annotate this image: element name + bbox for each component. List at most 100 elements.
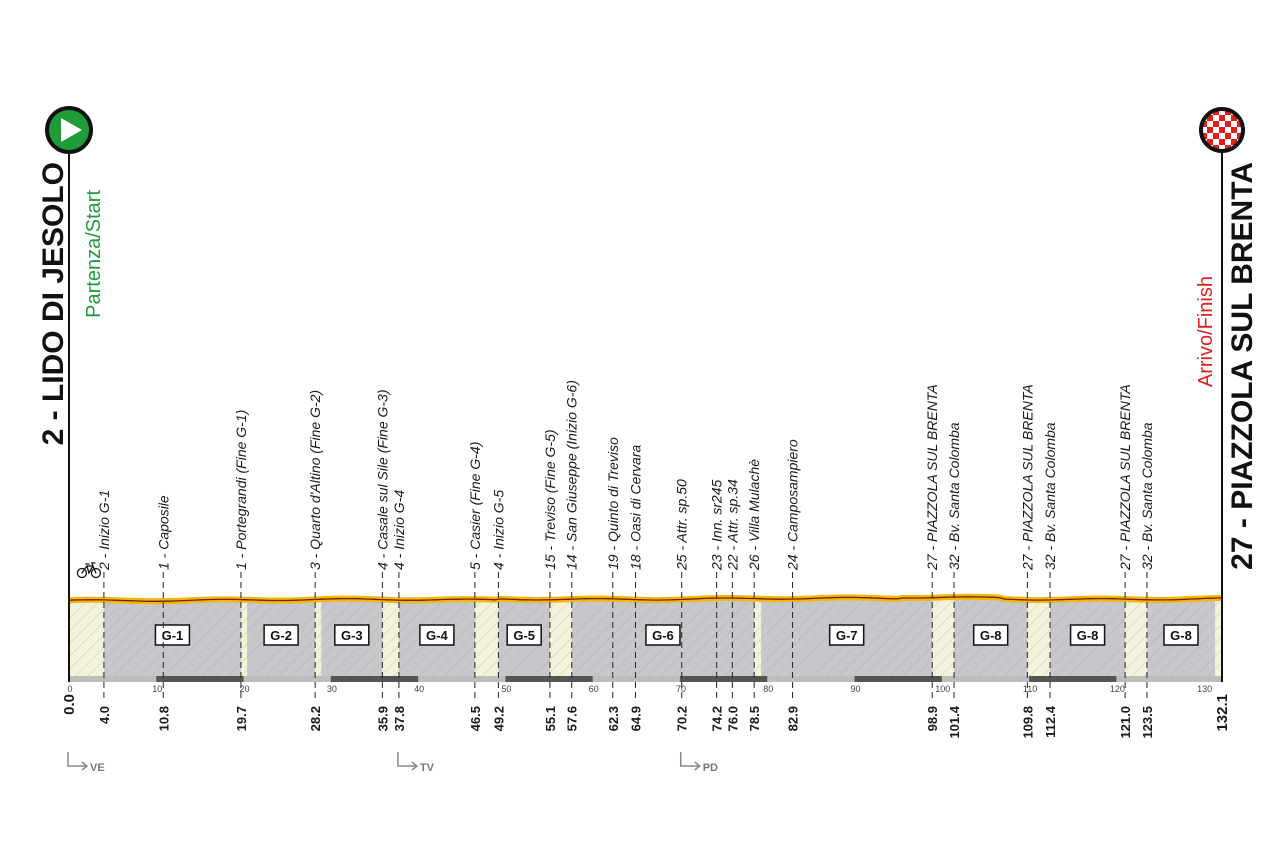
waypoint-name: 25 - Attr. sp.50: [674, 479, 690, 571]
waypoint: 4 - Inizio G-437.8: [391, 490, 407, 732]
waypoint-km: 70.2: [675, 706, 690, 731]
km-axis-tick: 60: [589, 684, 599, 694]
start-city-name: 2 - LIDO DI JESOLO: [37, 162, 70, 445]
waypoint-km: 78.5: [747, 706, 762, 731]
bicycle-icon: [76, 562, 102, 579]
waypoint: 4 - Casale sul Sile (Fine G-3)35.9: [374, 389, 390, 731]
start-km: 0.0: [61, 694, 78, 715]
sector-label: G-7: [836, 628, 858, 643]
waypoint: 23 - Inn. sr245 74.2: [709, 480, 725, 732]
sector-label: G-4: [426, 628, 448, 643]
sector-label: G-1: [162, 628, 184, 643]
waypoint: 24 - Camposampiero 82.9: [785, 439, 801, 731]
waypoint: 2 - Inizio G-1 4.0: [96, 490, 112, 724]
waypoint-km: 10.8: [156, 706, 171, 731]
waypoint: 32 - Bv. Santa Colomba 112.4: [1042, 422, 1058, 738]
waypoint: 4 - Inizio G-5 49.2: [490, 490, 506, 732]
km-axis-tick: 30: [327, 684, 337, 694]
waypoint: 1 - Caposile 10.8: [155, 495, 171, 731]
waypoint-name: 27 - PIAZZOLA SUL BRENTA: [1019, 384, 1035, 571]
waypoint: 18 - Oasi di Cervara 64.9: [627, 445, 643, 732]
province-code: PD: [703, 762, 718, 774]
sector-label: G-8: [1170, 628, 1192, 643]
arrow-turn-icon: [679, 752, 699, 767]
province-code: VE: [90, 762, 105, 774]
waypoint-name: 27 - PIAZZOLA SUL BRENTA: [1117, 384, 1133, 571]
waypoint: 32 - Bv. Santa Colomba 101.4: [946, 422, 962, 738]
waypoint: 27 - PIAZZOLA SUL BRENTA 109.8: [1019, 384, 1035, 738]
km-axis-tick: 20: [240, 684, 250, 694]
waypoint-km: 4.0: [97, 706, 112, 724]
waypoint-km: 62.3: [606, 706, 621, 731]
arrow-turn-icon: [67, 752, 86, 767]
waypoint-name: 32 - Bv. Santa Colomba: [946, 422, 962, 570]
waypoint: 3 - Quarto d'Altino (Fine G-2)28.2: [307, 390, 323, 731]
finish-city-name: 27 - PIAZZOLA SUL BRENTA: [1226, 162, 1259, 570]
waypoint-km: 76.0: [725, 706, 740, 731]
start-play-icon: [45, 106, 93, 154]
finish-km: 132.1: [1214, 694, 1231, 732]
waypoint-name: 14 - San Giuseppe (Inizio G-6): [564, 380, 580, 570]
waypoint-name: 32 - Bv. Santa Colomba: [1139, 422, 1155, 570]
waypoint-km: 19.7: [234, 706, 249, 731]
km-axis-tick: 110: [1023, 684, 1037, 694]
waypoint-km: 98.9: [925, 706, 940, 731]
waypoint-km: 46.5: [468, 706, 483, 731]
waypoint-name: 19 - Quinto di Treviso: [605, 437, 621, 570]
km-axis-tick: 10: [152, 684, 162, 694]
km-axis-tick: 0: [67, 684, 72, 694]
province-marker: VE: [67, 752, 105, 774]
waypoint-name: 32 - Bv. Santa Colomba: [1042, 422, 1058, 570]
sector-badge: G-5: [506, 624, 542, 646]
km-axis-tick: 50: [501, 684, 511, 694]
waypoint-km: 64.9: [628, 706, 643, 731]
km-axis-tick: 70: [676, 684, 686, 694]
checkered-flag-icon: [1199, 107, 1245, 153]
sector-badge: G-8: [972, 624, 1009, 646]
waypoint: 26 - Villa Mulachè 78.5: [746, 459, 762, 732]
sector-badge: G-3: [334, 624, 370, 646]
sector-badge: G-2: [263, 624, 299, 646]
km-axis-segment: [330, 676, 419, 682]
waypoint-name: 4 - Inizio G-5: [490, 490, 506, 570]
sector-badge: G-7: [828, 624, 865, 646]
waypoint: 15 - Treviso (Fine G-5)55.1: [542, 429, 558, 731]
waypoint-km: 123.5: [1140, 706, 1155, 739]
arrow-turn-icon: [397, 752, 416, 767]
km-axis-tick: 40: [414, 684, 424, 694]
km-axis-bar: [69, 676, 1222, 682]
km-axis-segment: [679, 676, 768, 682]
waypoint-name: 18 - Oasi di Cervara: [627, 445, 643, 570]
waypoint-km: 74.2: [710, 706, 725, 731]
waypoint-km: 28.2: [308, 706, 323, 731]
waypoint: 1 - Portegrandi (Fine G-1)19.7: [233, 410, 249, 732]
sector-badge: G-6: [645, 624, 681, 646]
waypoint-name: 24 - Camposampiero: [785, 439, 801, 571]
waypoint-km: 109.8: [1020, 706, 1035, 739]
km-axis-segment: [1029, 676, 1117, 682]
waypoint-name: 4 - Inizio G-4: [391, 490, 407, 570]
waypoint-km: 57.6: [565, 706, 580, 731]
sector-badge: G-8: [1069, 624, 1106, 646]
waypoint-name: 23 - Inn. sr245: [709, 480, 725, 571]
waypoint-km: 49.2: [491, 706, 506, 731]
waypoint-name: 26 - Villa Mulachè: [746, 459, 762, 571]
sector-label: G-8: [1077, 628, 1099, 643]
waypoint-name: 1 - Caposile: [155, 495, 171, 570]
province-marker: PD: [679, 752, 718, 774]
km-axis-tick: 90: [851, 684, 861, 694]
province-code: TV: [420, 762, 435, 774]
waypoint-km: 101.4: [947, 705, 962, 738]
sector-label: G-3: [341, 628, 363, 643]
waypoint-km: 82.9: [786, 706, 801, 731]
finish-label: Arrivo/Finish: [1195, 276, 1217, 387]
waypoint: 19 - Quinto di Treviso 62.3: [605, 437, 621, 731]
km-axis-segment: [854, 676, 942, 682]
waypoint-km: 112.4: [1043, 705, 1058, 738]
waypoint-name: 4 - Casale sul Sile (Fine G-3): [374, 389, 390, 570]
km-axis-segment: [505, 676, 593, 682]
waypoint-name: 2 - Inizio G-1: [96, 490, 112, 571]
